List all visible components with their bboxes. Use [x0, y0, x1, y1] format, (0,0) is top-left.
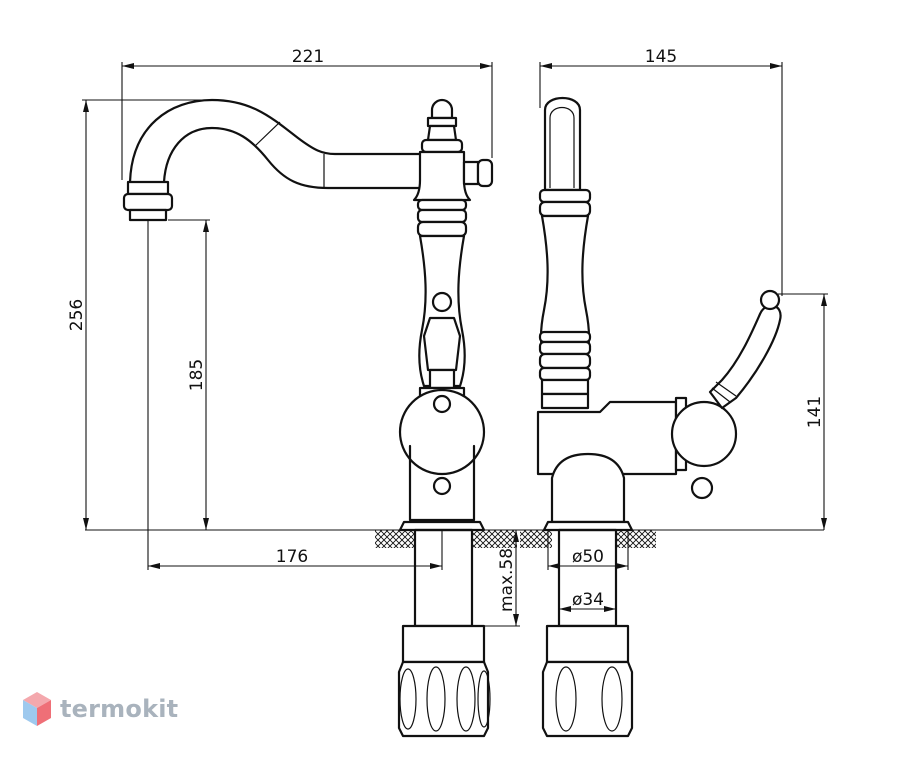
dimension-max58: max.58: [484, 530, 520, 627]
dim-141-label: 141: [805, 396, 825, 428]
dim-max58-label: max.58: [497, 548, 517, 612]
dimension-141: 141: [778, 293, 828, 530]
dimension-256: 256: [67, 99, 210, 530]
side-view: [536, 97, 782, 738]
spout-outer: [128, 98, 422, 184]
dim-diameter-50-label: ø50: [572, 547, 604, 567]
dimension-176: 176: [147, 220, 443, 570]
brand-watermark: termokit: [22, 691, 178, 727]
countertop-line: [85, 529, 824, 548]
dimension-diameter-34: ø34: [559, 590, 616, 612]
dim-145-label: 145: [645, 47, 677, 67]
dim-185-label: 185: [187, 359, 207, 391]
front-view: [122, 98, 494, 738]
dimension-diameter-50: ø50: [547, 530, 629, 570]
dimension-221: 221: [121, 47, 493, 180]
spout-inner: [162, 126, 422, 190]
dim-221-label: 221: [292, 47, 324, 67]
dim-176-label: 176: [276, 547, 308, 567]
brand-name: termokit: [60, 695, 179, 723]
dimension-185: 185: [168, 219, 210, 530]
dim-diameter-34-label: ø34: [572, 590, 604, 610]
dim-256-label: 256: [67, 299, 87, 331]
brand-logo-icon: [23, 692, 51, 726]
dimension-145: 145: [539, 47, 783, 296]
